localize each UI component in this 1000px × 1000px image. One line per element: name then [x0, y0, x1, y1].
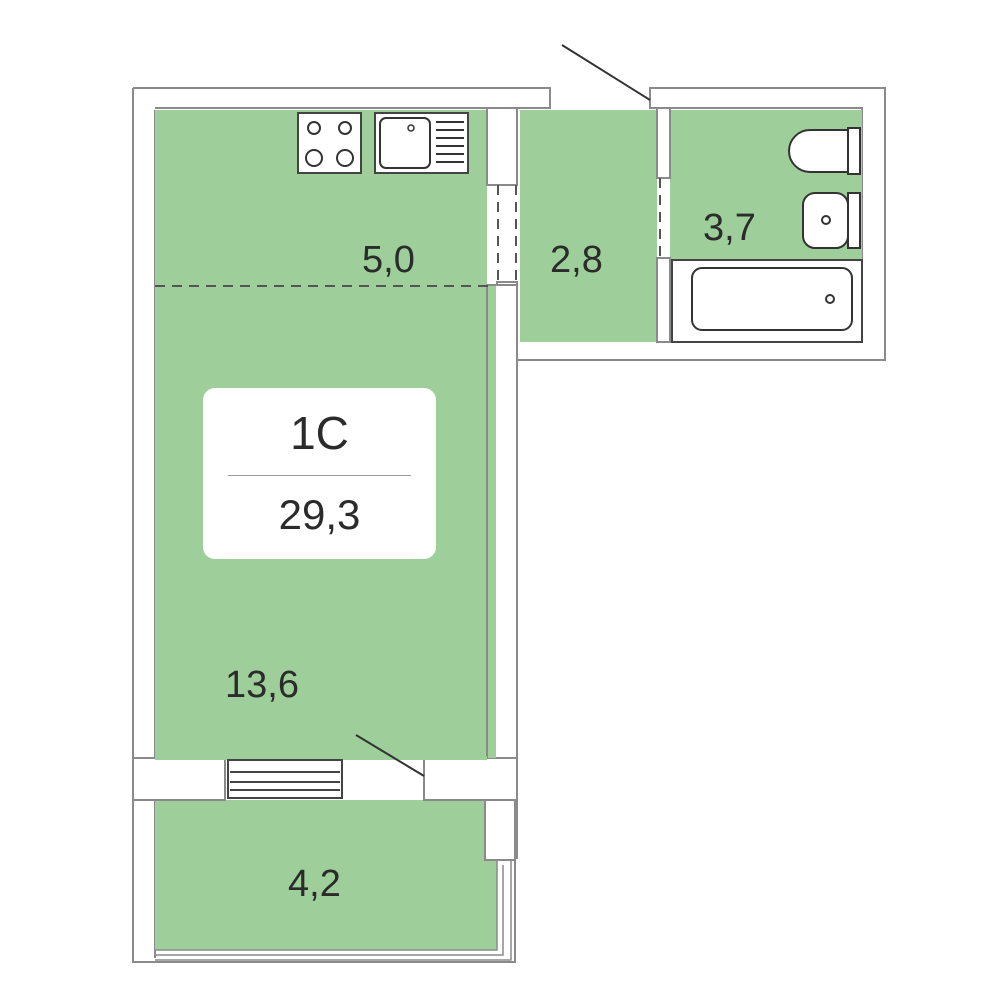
radiator-icon: [227, 759, 343, 799]
apartment-info-card: 1С 29,3: [203, 388, 436, 559]
washbasin-icon: [802, 192, 861, 249]
kitchen-area-label: 5,0: [362, 239, 415, 281]
balcony-glazing: [155, 860, 512, 961]
bathroom-area-label: 3,7: [703, 207, 756, 249]
entrance-door: [561, 44, 651, 101]
living-room-area-label: 13,6: [225, 664, 299, 706]
card-divider: [228, 475, 411, 476]
balcony-area-label: 4,2: [288, 863, 341, 905]
balcony-room-edge: [485, 860, 497, 950]
sink-icon: [374, 112, 469, 174]
toilet-icon: [788, 127, 861, 175]
total-area: 29,3: [278, 491, 361, 538]
stove-icon: [297, 112, 362, 174]
zone-dividers: [155, 178, 661, 287]
hallway-room: [520, 110, 657, 342]
apartment-type: 1С: [290, 407, 349, 459]
bathtub-icon: [671, 259, 863, 343]
hallway-area-label: 2,8: [550, 239, 603, 281]
balcony-room: [155, 800, 485, 950]
balcony-door: [355, 734, 425, 777]
